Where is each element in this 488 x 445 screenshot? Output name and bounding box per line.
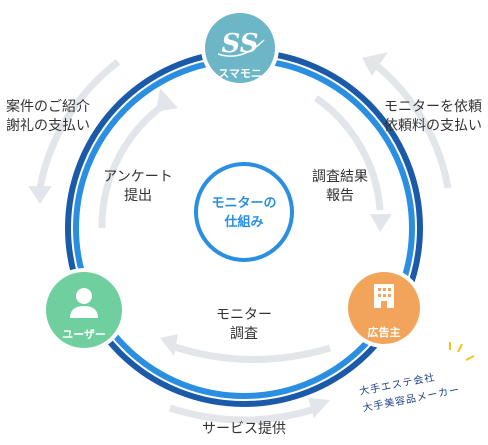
center-title: モニターの 仕組み [196,194,292,232]
person-icon [70,288,98,318]
arrowhead-outer-left [28,186,52,204]
node-user [42,268,126,352]
flow-referral-reward: 案件のご紹介 謝礼の支払い [6,98,90,136]
flow-monitor-line2: 調査 [230,326,258,342]
node-advertiser [344,268,424,348]
center-circle [194,162,294,262]
node-user-label: ユーザー [62,328,106,341]
inner-flow-arrows [98,95,384,364]
arrow-outer-bottom [168,404,320,424]
node-advertiser-label: 広告主 [367,326,401,339]
flow-monitor-survey: モニター 調査 [196,306,292,344]
outer-flow-arrows [36,59,452,424]
ss-logo-icon: SS [222,29,259,59]
flow-request-line1: モニターを依頼 [384,99,482,115]
arrowhead-inner-bottom [160,334,178,356]
arrow-inner-left [98,99,170,229]
arrow-inner-bottom [170,342,332,364]
flow-request-payment: モニターを依頼 依頼料の支払い [362,98,482,136]
node-sumamoni-label: スマモニ [218,67,262,80]
arrowhead-inner-right [370,214,392,232]
flow-request-line2: 依頼料の支払い [384,118,482,134]
arrowhead-outer-right [362,52,388,76]
arrow-inner-right [314,95,384,211]
center-title-line1: モニターの [211,196,277,211]
flow-result-line2: 報告 [326,188,354,204]
flow-monitor-line1: モニター [216,307,272,323]
flow-survey-line2: 提出 [124,188,152,204]
arrowhead-inner-left [156,88,178,112]
flow-service-provision: サービス提供 [202,421,286,437]
flow-survey-submit: アンケート 提出 [96,168,180,206]
flow-result-line1: 調査結果 [312,169,368,185]
flow-survey-line1: アンケート [103,169,173,185]
center-title-line2: 仕組み [224,215,264,230]
flow-referral-line1: 案件のご紹介 [6,99,90,115]
spark-marks [449,342,475,361]
node-sumamoni: SS [201,9,279,87]
node-sumamoni-circle [205,13,275,83]
arrowhead-outer-bottom [308,398,330,418]
flow-result-report: 調査結果 報告 [298,168,382,206]
arrow-outer-left [36,59,121,189]
flow-referral-line2: 謝礼の支払い [6,118,90,134]
arrow-outer-right [369,59,452,189]
